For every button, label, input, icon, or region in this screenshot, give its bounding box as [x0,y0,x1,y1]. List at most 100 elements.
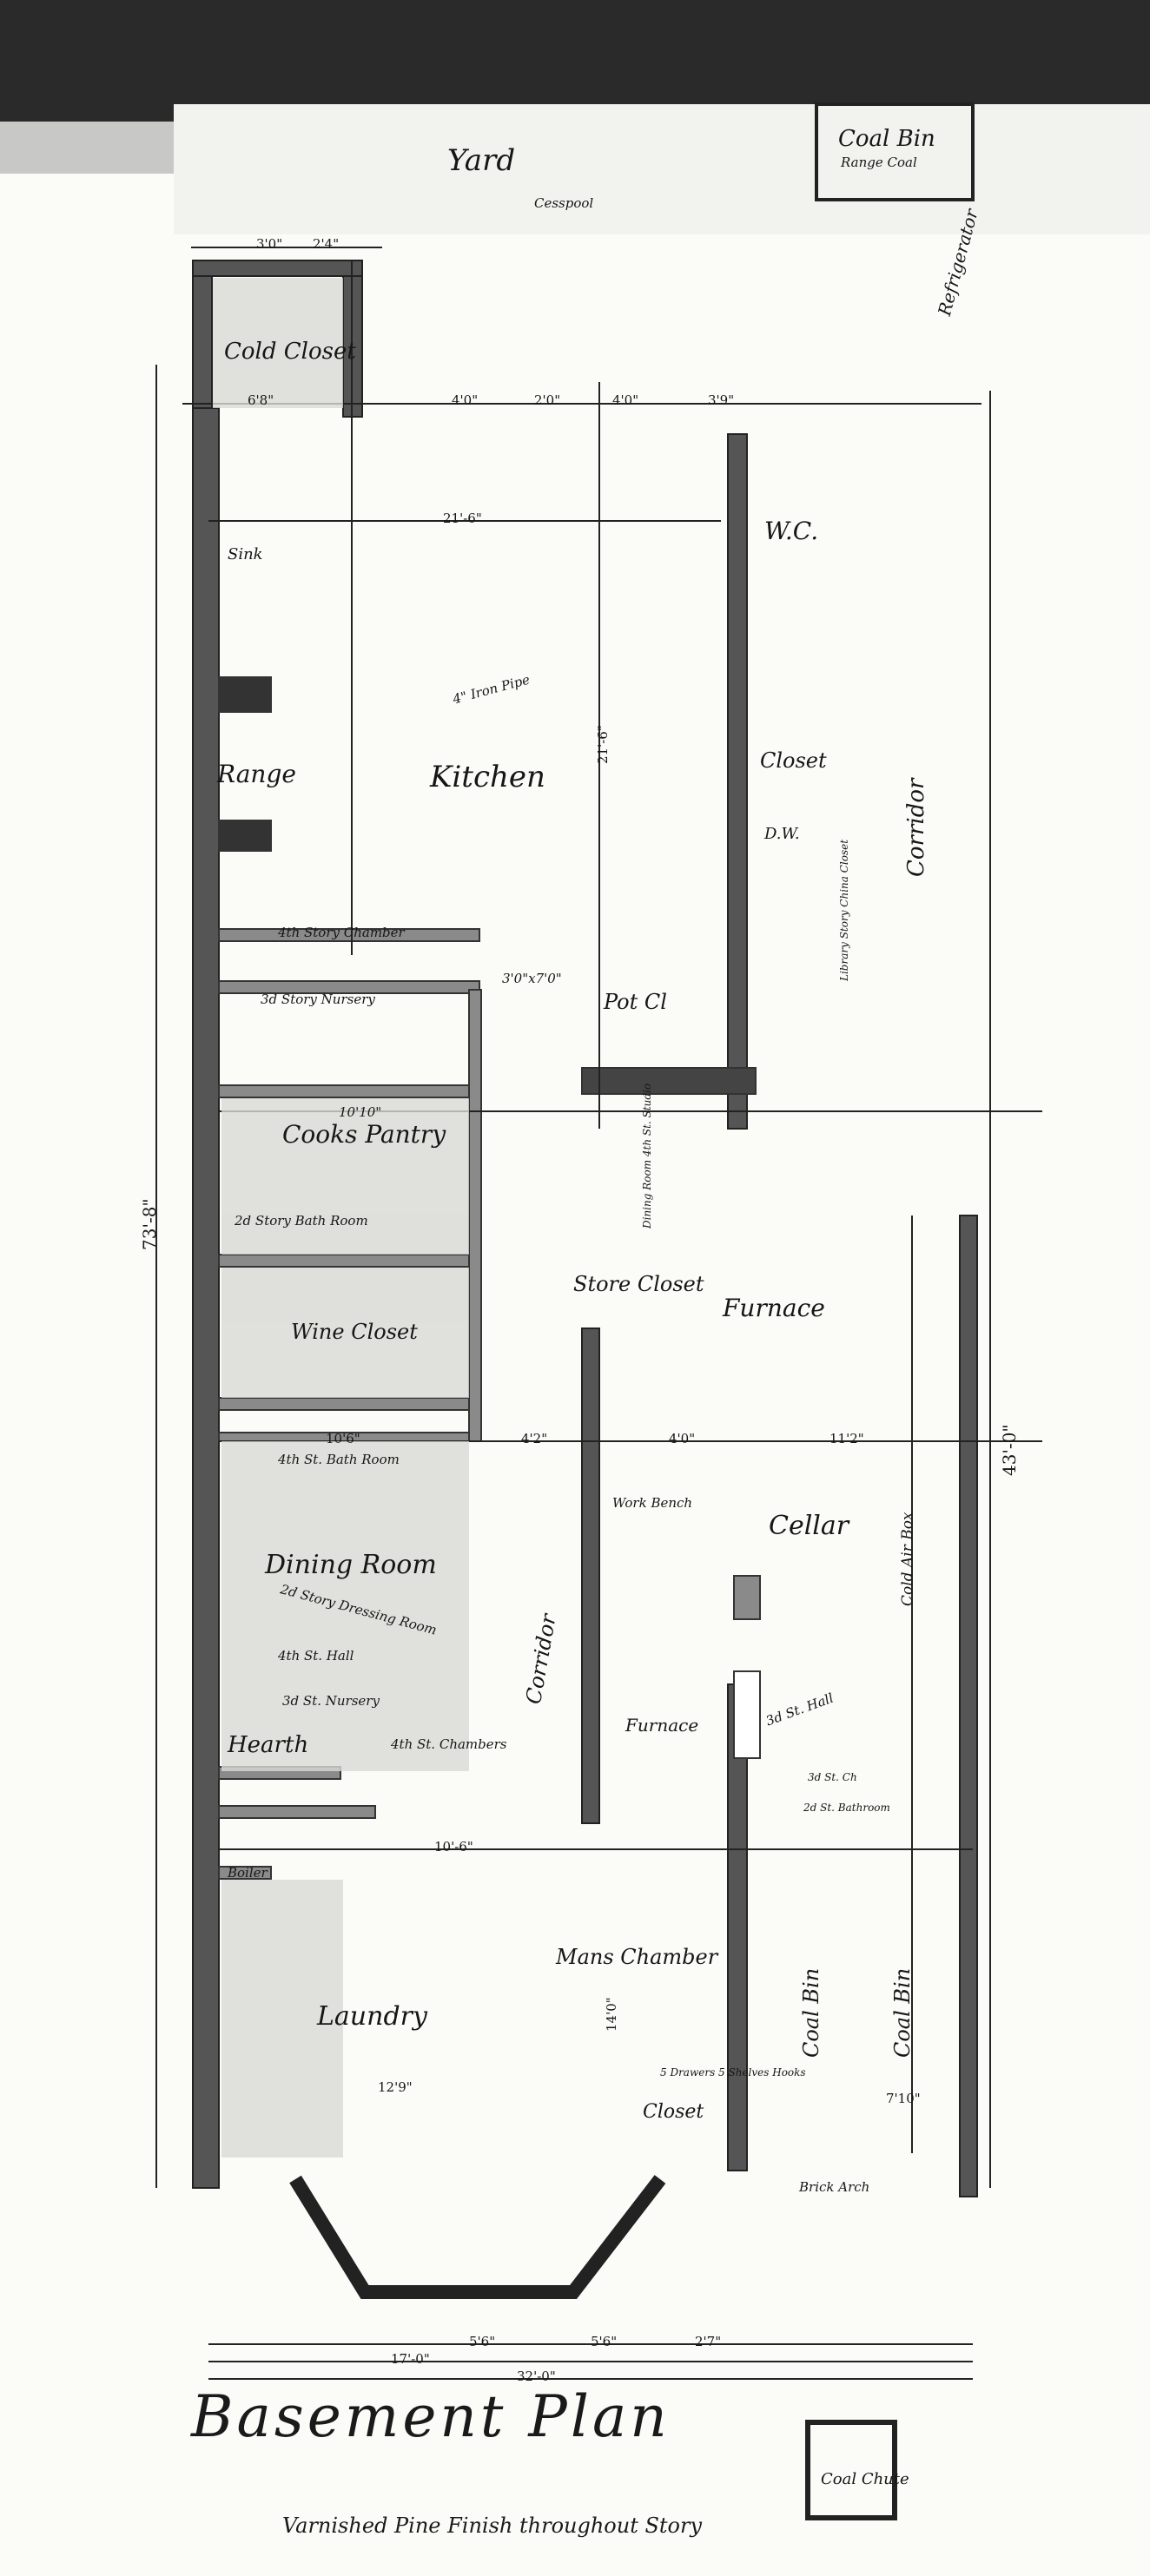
dim-kitchen-width: 21'-6" [443,511,482,526]
plan-title: Basement Plan [191,2383,671,2450]
label-4th-story-chamber: 4th Story Chamber [278,925,405,940]
label-pot-size: 3'0"x7'0" [502,971,562,986]
dim-length-right: 43'-0" [999,1424,1020,1476]
wall-nursery [218,980,480,994]
label-closet-upper: Closet [760,748,827,773]
bay-window [289,2175,666,2299]
label-cesspool: Cesspool [534,195,594,211]
label-furnace-mid: Furnace [625,1715,699,1736]
shade-dining [221,1441,469,1771]
dim-5-6b: 5'6" [591,2334,618,2349]
label-kitchen: Kitchen [430,760,545,794]
coal-bin-top-box [815,102,975,201]
label-closet-low: Closet [643,2101,704,2123]
label-china-closet: Library Story China Closet [838,839,850,981]
bay-outline [289,2175,666,2299]
label-3d-st-nursery: 3d St. Nursery [282,1693,380,1709]
label-coal-bin-1: Coal Bin [799,1967,823,2058]
label-cold-closet: Cold Closet [224,339,356,365]
label-wine-closet: Wine Closet [291,1320,418,1344]
label-work-bench: Work Bench [612,1495,693,1511]
dim-7-10: 7'10" [886,2091,921,2106]
label-wc: W.C. [764,517,819,545]
label-laundry: Laundry [317,2001,427,2032]
label-coal-bin-2: Coal Bin [890,1967,915,2058]
wall-cellar-box [733,1575,761,1620]
dim-length-left: 73'-8" [139,1198,160,1250]
label-pot-cl: Pot Cl [604,990,667,1014]
dim-total-width: 32'-0" [517,2368,556,2384]
wall-range-top [218,676,272,713]
dim-14-0: 14'0" [604,1997,619,2032]
exterior-walls [192,260,978,2197]
dim-top-1: 3'0" [256,236,283,252]
photo-edge-top [0,0,1150,122]
label-dw: D.W. [764,825,800,843]
dim-4-0: 4'0" [669,1431,696,1446]
label-coal-chute: Coal Chute [821,2470,909,2488]
label-cold-air-box: Cold Air Box [899,1512,916,1606]
interior-walls [218,676,761,1880]
paper-top [174,104,1150,234]
shade-cold-closet [213,278,343,408]
shaded-regions [213,278,469,2158]
label-range: Range [217,760,296,788]
label-4th-st-chambers: 4th St. Chambers [391,1736,507,1752]
label-4th-st-hall: 4th St. Hall [278,1648,354,1664]
dim-dining-width: 10'6" [326,1431,360,1446]
dim-row-4: 4'0" [612,392,639,408]
wall-pantry-top [218,1084,480,1098]
label-cellar: Cellar [769,1511,849,1541]
wall-left [192,407,220,2189]
wall-furnace-box [733,1670,761,1759]
wall-range-bottom [218,820,272,852]
shade-pantry [221,1098,469,1255]
label-dining-room: Dining Room [265,1550,437,1580]
dim-kitchen-height: 21'-6" [595,725,611,764]
wall-laundry-top [218,1805,376,1819]
label-sink: Sink [228,545,263,563]
dim-2-7: 2'7" [695,2334,722,2349]
shade-laundry [221,1880,343,2158]
label-range-coal: Range Coal [841,155,917,170]
wall-kitchen-right [727,433,748,1130]
dim-5-6: 5'6" [469,2334,496,2349]
label-3d-st-ch: 3d St. Ch [808,1771,857,1783]
label-yard: Yard [447,143,516,178]
label-store-closet: Store Closet [573,1272,704,1296]
label-brick-arch: Brick Arch [799,2179,870,2195]
wall-pantry-right [468,989,482,1442]
dim-4-2: 4'2" [521,1431,548,1446]
label-3d-story-nursery: 3d Story Nursery [261,992,375,1007]
dim-row-1: 6'8" [248,392,274,408]
wall-top-cold-closet [192,260,363,277]
label-dining-room-studio: Dining Room 4th St. Studio [641,1083,653,1229]
dim-12-9: 12'9" [378,2079,413,2095]
dim-17-0: 17'-0" [391,2351,430,2367]
dim-row-2: 4'0" [452,392,479,408]
label-2d-st-bathroom: 2d St. Bathroom [803,1802,890,1814]
dim-top-2: 2'4" [313,236,340,252]
wall-stair [581,1328,600,1824]
label-pantry-dim: 10'10" [339,1104,382,1120]
wall-boiler [218,1866,272,1880]
dim-11-2: 11'2" [829,1431,864,1446]
label-mans-chamber: Mans Chamber [556,1945,718,1969]
wall-pantry-bottom [218,1254,480,1268]
label-4th-st-bathroom: 4th St. Bath Room [278,1452,400,1467]
label-furnace-top: Furnace [723,1294,825,1322]
label-cooks-pantry: Cooks Pantry [282,1120,446,1149]
label-drawers-shelves: 5 Drawers 5 Shelves Hooks [660,2066,806,2079]
coal-chute-box [805,2420,897,2520]
shade-wine-closet [221,1268,469,1398]
wall-left-upper [192,260,213,409]
label-2d-story-bathroom: 2d Story Bath Room [235,1213,368,1229]
dim-row-3: 2'0" [534,392,561,408]
label-boiler: Boiler [228,1865,268,1881]
dim-10-6: 10'-6" [434,1839,473,1855]
plan-subtitle: Varnished Pine Finish throughout Story [282,2513,703,2538]
wall-potcl [581,1067,757,1095]
label-coal-bin-top: Coal Bin [838,126,935,152]
